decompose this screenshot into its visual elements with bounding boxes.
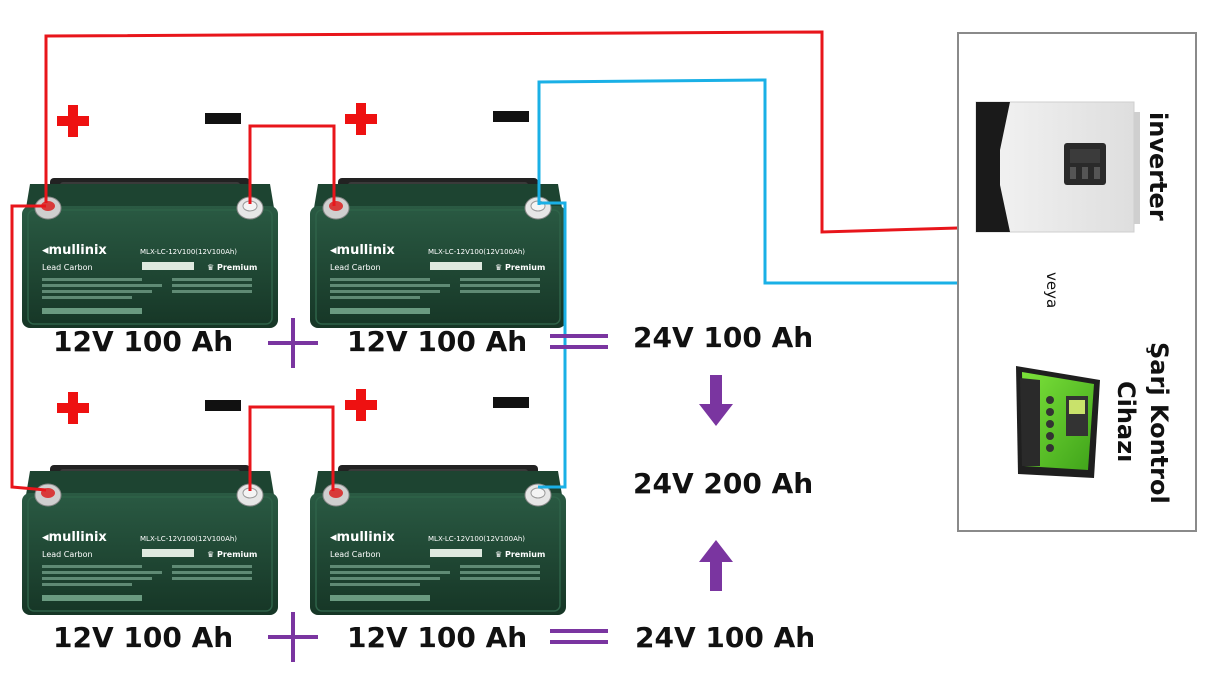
battery-top-left — [21, 177, 279, 329]
plus-icon — [345, 103, 377, 135]
controller-label-line1: Şarj Kontrol — [1145, 342, 1173, 504]
minus-icon — [493, 111, 529, 122]
negative-wires — [537, 78, 958, 489]
battery-rating-label: 12V 100 Ah — [53, 325, 234, 358]
equals-operator-icon — [550, 334, 608, 349]
plus-icon — [57, 392, 89, 424]
arrow-down-icon — [699, 375, 733, 426]
plus-operator-icon — [268, 612, 318, 662]
battery-bottom-left — [21, 464, 279, 616]
arrow-up-icon — [699, 540, 733, 591]
battery-top-right — [309, 177, 567, 329]
positive-wires — [10, 30, 959, 492]
or-label: veya — [1043, 272, 1061, 309]
equals-operator-icon — [550, 629, 608, 644]
inverter-image — [975, 101, 1140, 233]
plus-icon — [57, 105, 89, 137]
result-bottom-label: 24V 100 Ah — [635, 621, 816, 654]
result-total-label: 24V 200 Ah — [633, 467, 814, 500]
battery-rating-label: 12V 100 Ah — [347, 621, 528, 654]
battery-rating-label: 12V 100 Ah — [53, 621, 234, 654]
charge-controller-image — [1016, 366, 1100, 478]
minus-icon — [205, 400, 241, 411]
minus-icon — [205, 113, 241, 124]
minus-icon — [493, 397, 529, 408]
plus-operator-icon — [268, 318, 318, 368]
battery-bottom-right — [309, 464, 567, 616]
inverter-label: inverter — [1144, 112, 1172, 221]
controller-label-line2: Cihazı — [1112, 381, 1140, 463]
plus-icon — [345, 389, 377, 421]
battery-rating-label: 12V 100 Ah — [347, 325, 528, 358]
result-top-label: 24V 100 Ah — [633, 321, 814, 354]
